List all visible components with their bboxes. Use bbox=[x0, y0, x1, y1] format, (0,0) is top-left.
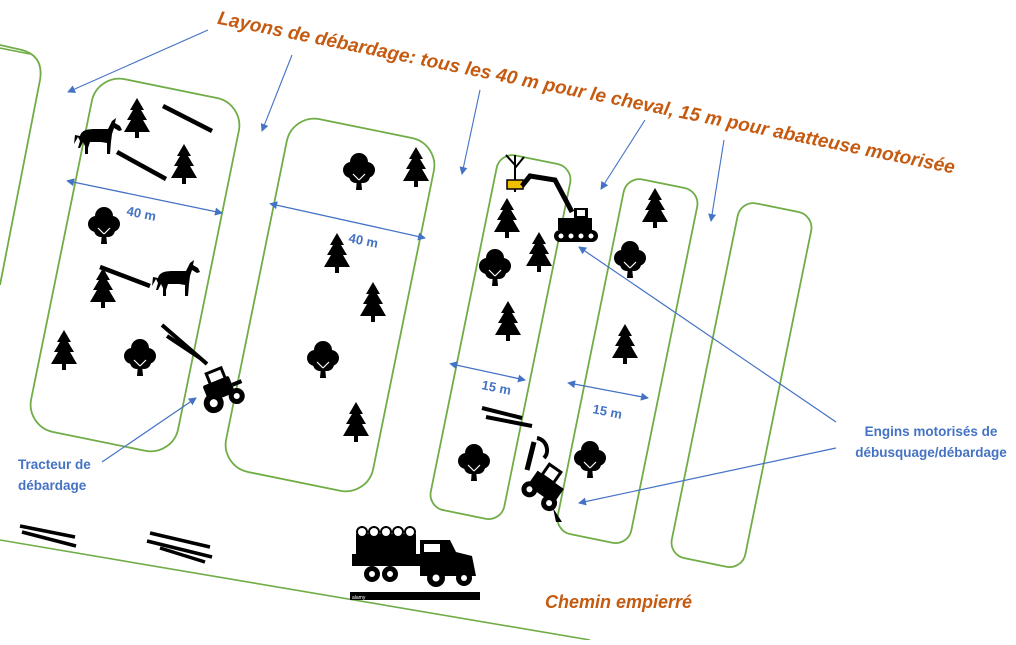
grapple-tree-icon bbox=[505, 154, 525, 192]
deciduous-tree-icon bbox=[457, 443, 491, 482]
deciduous-tree-icon bbox=[613, 240, 647, 279]
deciduous-tree-icon bbox=[123, 338, 157, 377]
horse-icon bbox=[152, 260, 200, 296]
log-icon bbox=[481, 406, 533, 428]
width-label-4: 15 m bbox=[591, 401, 623, 422]
machines-label-line-1: Engins motorisés de bbox=[864, 424, 998, 439]
conifer-tree-icon bbox=[612, 324, 638, 364]
deciduous-tree-icon bbox=[573, 440, 607, 479]
deciduous-tree-icon bbox=[342, 152, 376, 191]
width-dimensions bbox=[66, 178, 649, 401]
strip-4 bbox=[556, 178, 699, 544]
conifer-tree-icon bbox=[403, 147, 429, 187]
strip-1 bbox=[29, 77, 241, 453]
forwarder-icon bbox=[521, 436, 564, 522]
conifer-tree-icon bbox=[495, 301, 521, 341]
skidder-tractor-icon bbox=[160, 323, 251, 418]
deciduous-tree-icon bbox=[306, 340, 340, 379]
horse-icon bbox=[74, 118, 122, 154]
log-truck-icon: alamy bbox=[350, 520, 480, 601]
conifer-tree-icon bbox=[51, 330, 77, 370]
road-label: Chemin empierré bbox=[545, 592, 693, 612]
deciduous-tree-icon bbox=[478, 248, 512, 287]
width-label-1: 40 m bbox=[125, 203, 157, 224]
label-pointers bbox=[101, 246, 837, 506]
strip-0 bbox=[0, 44, 42, 286]
log-pile-icon bbox=[19, 524, 77, 548]
harvester-icon bbox=[520, 173, 598, 242]
conifer-tree-icon bbox=[360, 282, 386, 322]
stamp-text: alamy bbox=[352, 595, 366, 601]
conifer-tree-icon bbox=[343, 402, 369, 442]
width-label-3: 15 m bbox=[480, 377, 512, 398]
conifer-tree-icon bbox=[124, 98, 150, 138]
conifer-tree-icon bbox=[494, 198, 520, 238]
strip-3 bbox=[429, 154, 572, 520]
conifer-tree-icon bbox=[324, 233, 350, 273]
strip-5 bbox=[670, 202, 813, 568]
log-icon bbox=[99, 103, 214, 289]
machines-label-line-2: débusquage/débardage bbox=[855, 445, 1007, 460]
title-arrows bbox=[67, 29, 725, 222]
tractor-label-line-1: Tracteur de bbox=[18, 457, 91, 472]
strip-2 bbox=[224, 117, 436, 493]
conifer-tree-icon bbox=[171, 144, 197, 184]
conifer-tree-icon bbox=[642, 188, 668, 228]
deciduous-tree-icon bbox=[87, 206, 121, 245]
width-label-2: 40 m bbox=[347, 230, 379, 251]
conifer-tree-icon bbox=[526, 232, 552, 272]
log-pile-icon bbox=[146, 531, 213, 564]
machines-label: Engins motorisés de débusquage/débardage bbox=[842, 421, 1016, 463]
road-edges bbox=[0, 47, 591, 641]
tractor-label: Tracteur de débardage bbox=[18, 454, 91, 496]
tractor-label-line-2: débardage bbox=[18, 478, 87, 493]
forest-strips bbox=[0, 44, 813, 568]
